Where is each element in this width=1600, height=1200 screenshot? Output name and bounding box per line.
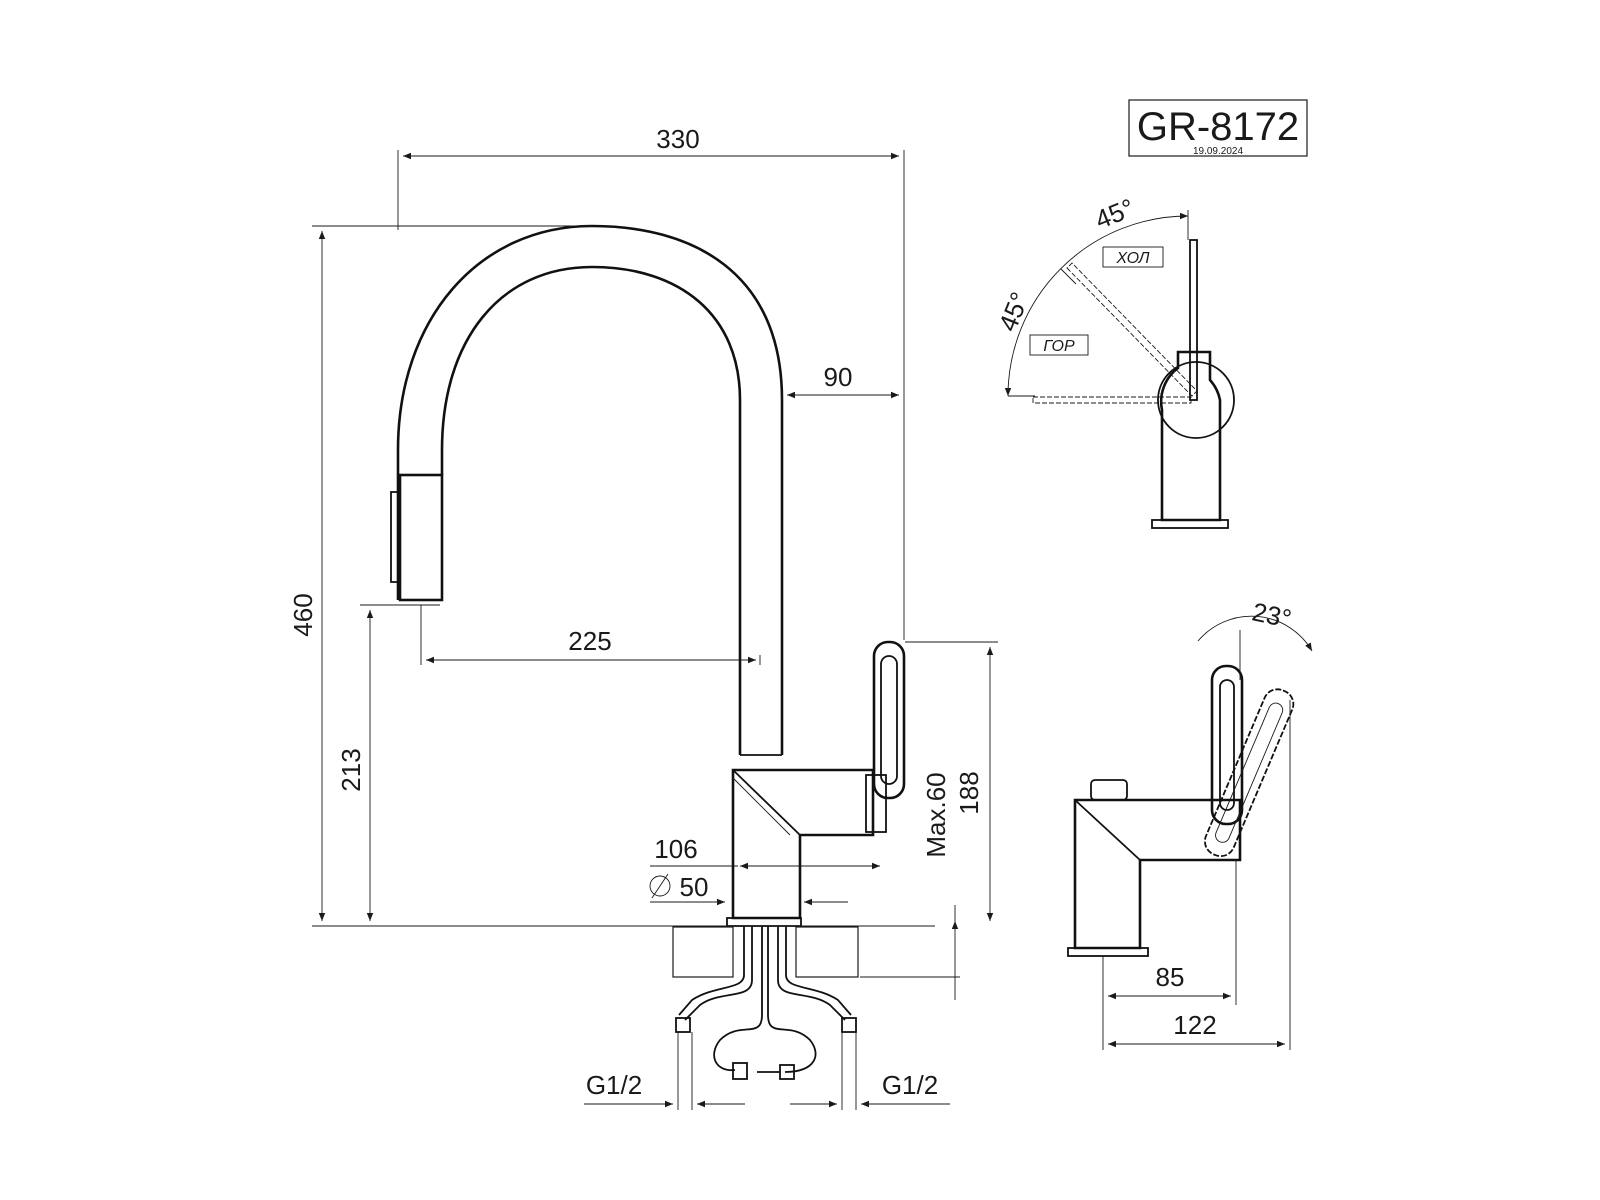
- dim-height-overall: 460: [288, 593, 318, 636]
- dim-handle-offset: 90: [824, 362, 853, 392]
- lever-position-center: [1189, 239, 1198, 401]
- dim-handle-height: 188: [954, 771, 984, 814]
- dim-base-diameter: 50: [680, 872, 709, 902]
- dim-connection-left: G1/2: [586, 1070, 642, 1100]
- handle-rotation-view: 45° 45° ХОЛ ГОР: [992, 192, 1235, 529]
- angle-tilt: 23°: [1250, 596, 1295, 634]
- spray-head: [398, 473, 444, 602]
- label-hot: ГОР: [1043, 338, 1075, 355]
- model-number: GR-8172: [1137, 105, 1299, 149]
- side-view: 23° 85 122: [1067, 596, 1313, 1050]
- dim-side-depth-total: 122: [1173, 1010, 1216, 1040]
- faucet-front-view: 330 460 213 225 90 106 50 188: [288, 124, 998, 1110]
- dim-spout-height: 213: [336, 748, 366, 791]
- dim-spout-reach: 225: [568, 626, 611, 656]
- drawing-date: 19.09.2024: [1193, 146, 1243, 157]
- hose-fitting-left: [675, 1017, 691, 1033]
- dim-width-overall: 330: [656, 124, 699, 154]
- angle-cold: 45°: [1091, 192, 1139, 235]
- label-cold: ХОЛ: [1115, 250, 1149, 267]
- lever-handle: [872, 640, 906, 800]
- faucet-body: [731, 768, 875, 920]
- countertop-right: [795, 926, 859, 978]
- hose-fitting-right: [841, 1017, 857, 1033]
- dim-body-depth: 106: [654, 834, 697, 864]
- dim-side-depth-short: 85: [1156, 962, 1185, 992]
- diameter-symbol-icon: [649, 875, 671, 897]
- angle-hot: 45°: [992, 288, 1035, 336]
- title-block: GR-8172 19.09.2024: [1128, 99, 1308, 157]
- countertop-left: [672, 926, 734, 978]
- dim-connection-right: G1/2: [882, 1070, 938, 1100]
- dim-max-countertop: Max.60: [921, 772, 951, 857]
